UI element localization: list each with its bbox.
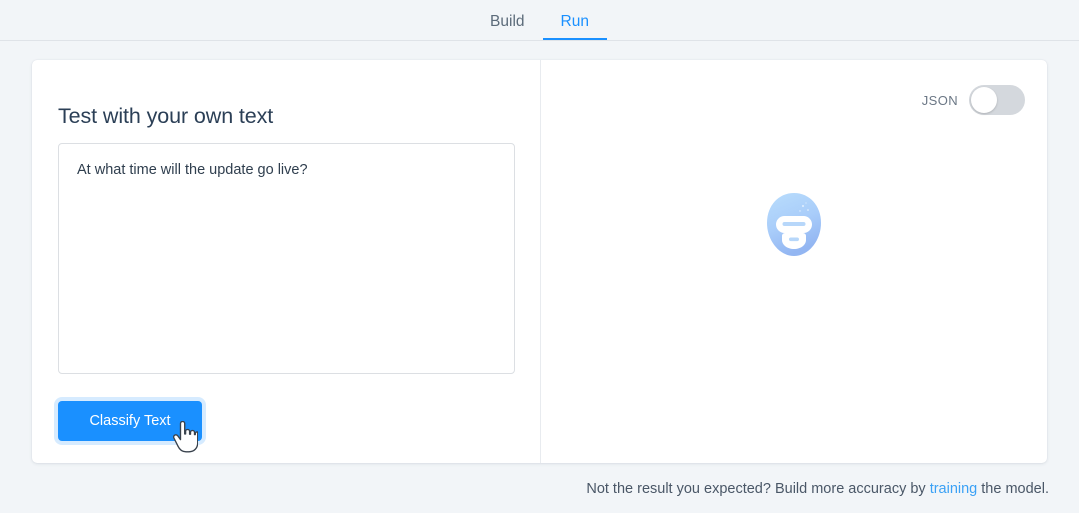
json-toggle-row: JSON xyxy=(922,85,1025,115)
bot-head-icon xyxy=(765,192,823,258)
tab-build[interactable]: Build xyxy=(472,13,542,41)
panel-heading: Test with your own text xyxy=(58,104,274,128)
classify-text-button[interactable]: Classify Text xyxy=(58,401,202,441)
json-toggle-knob xyxy=(971,87,997,113)
tab-list: Build Run xyxy=(472,13,607,41)
test-text-input[interactable] xyxy=(58,143,515,374)
footer-text-after: the model. xyxy=(977,481,1049,497)
json-toggle-switch[interactable] xyxy=(969,85,1025,115)
footer-text-before: Not the result you expected? Build more … xyxy=(586,481,930,497)
results-pane: JSON xyxy=(541,60,1047,463)
top-header-bar: Build Run xyxy=(0,0,1079,41)
tab-run[interactable]: Run xyxy=(542,13,607,40)
test-input-pane: Test with your own text Classify Text xyxy=(32,60,541,463)
main-card: Test with your own text Classify Text JS… xyxy=(32,60,1047,463)
training-link[interactable]: training xyxy=(929,481,978,497)
json-toggle-label: JSON xyxy=(921,92,958,108)
footer-note: Not the result you expected? Build more … xyxy=(586,481,1049,497)
